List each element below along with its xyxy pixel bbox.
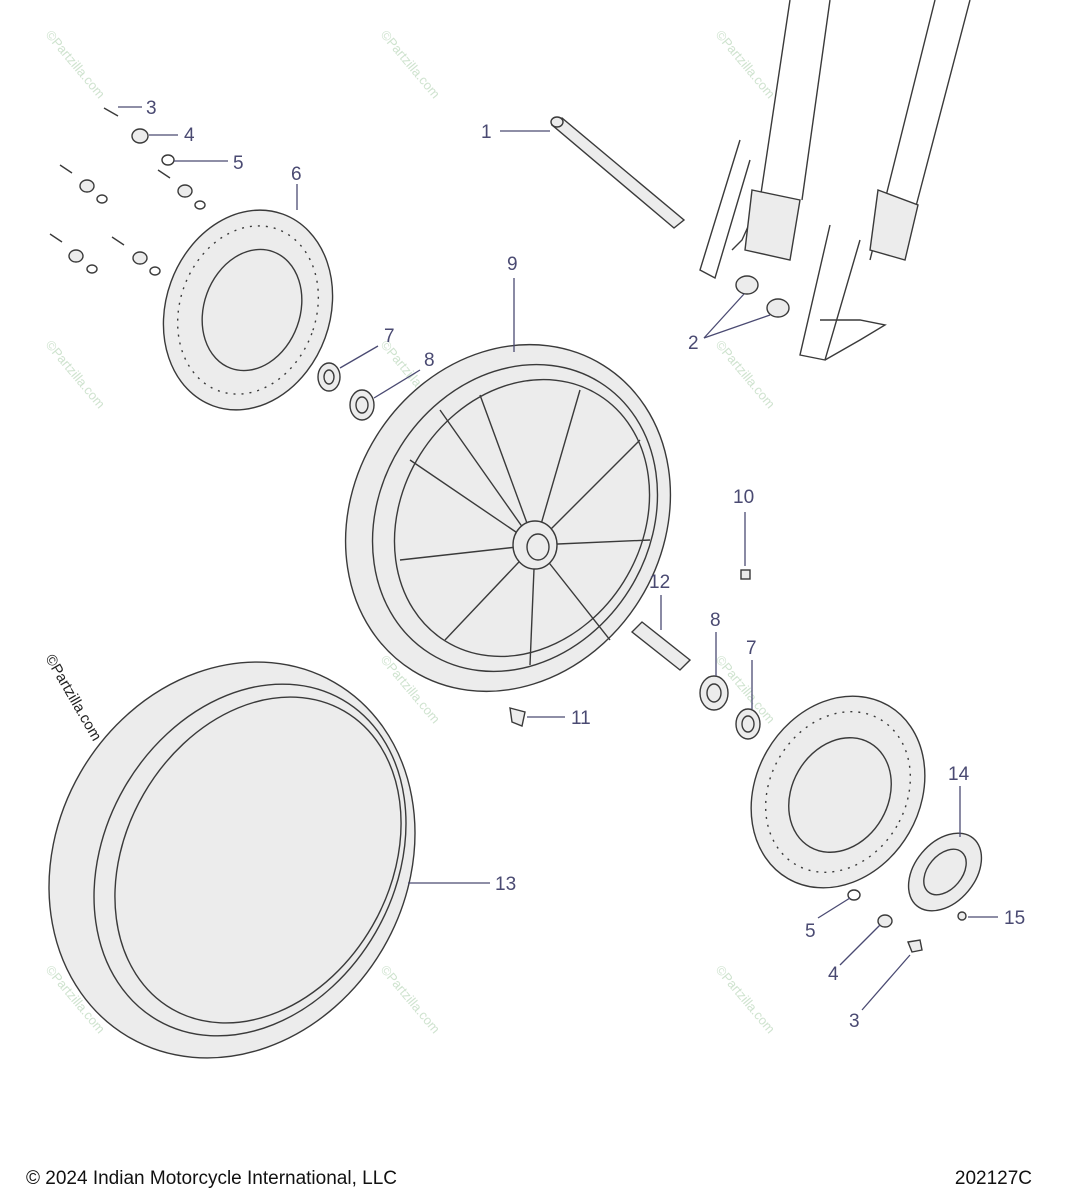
callout-4: 4: [828, 964, 839, 985]
copyright-text: © 2024 Indian Motorcycle International, …: [26, 1168, 397, 1189]
wheel-spacer: [630, 621, 692, 671]
left-hardware: [49, 107, 206, 276]
callout-13: 13: [495, 874, 516, 895]
right-bearing-seal: [699, 675, 761, 740]
callout-15: 15: [1004, 908, 1025, 929]
watermark: ©Partzilla.com: [713, 27, 778, 101]
callout-2: 2: [688, 333, 699, 354]
side-watermark: ©Partzilla.com: [42, 652, 105, 744]
callout-6: 6: [291, 164, 302, 185]
watermark: ©Partzilla.com: [43, 337, 108, 411]
callout-9: 9: [507, 254, 518, 275]
callout-8: 8: [424, 350, 435, 371]
watermark: ©Partzilla.com: [378, 962, 443, 1036]
tire: [48, 661, 416, 1059]
callout-5: 5: [233, 153, 244, 174]
callout-3: 3: [146, 98, 157, 119]
callout-10: 10: [733, 487, 754, 508]
fork-assembly: [699, 0, 971, 361]
callout-7: 7: [384, 326, 395, 347]
axle: [550, 116, 686, 229]
leader-lines: [118, 106, 998, 1011]
watermark: ©Partzilla.com: [43, 27, 108, 101]
callout-7: 7: [746, 638, 757, 659]
callout-11: 11: [571, 708, 591, 729]
callout-8: 8: [710, 610, 721, 631]
callout-14: 14: [948, 764, 970, 785]
valve-stem: [509, 707, 526, 727]
callout-3: 3: [849, 1011, 860, 1032]
right-brake-disc: [750, 695, 926, 889]
wheel-rim: [344, 343, 672, 693]
watermark: ©Partzilla.com: [378, 27, 443, 101]
diagram-code: 202127C: [954, 1168, 1032, 1189]
callouts: 1 2 3 4 5 6 7 8 9 10 11 12 8 7 13 14 5 1…: [146, 98, 1025, 1032]
callout-12: 12: [649, 572, 670, 593]
callout-4: 4: [184, 125, 195, 146]
left-brake-disc: [162, 209, 334, 411]
right-hardware: [847, 889, 967, 953]
left-seal-bearing: [317, 362, 375, 421]
callout-5: 5: [805, 921, 816, 942]
fork-spacers: [735, 275, 790, 318]
valve-cap: [740, 569, 751, 580]
watermark: ©Partzilla.com: [713, 962, 778, 1036]
callout-1: 1: [481, 122, 492, 143]
abs-tone-ring: [907, 832, 983, 912]
watermark: ©Partzilla.com: [713, 337, 778, 411]
